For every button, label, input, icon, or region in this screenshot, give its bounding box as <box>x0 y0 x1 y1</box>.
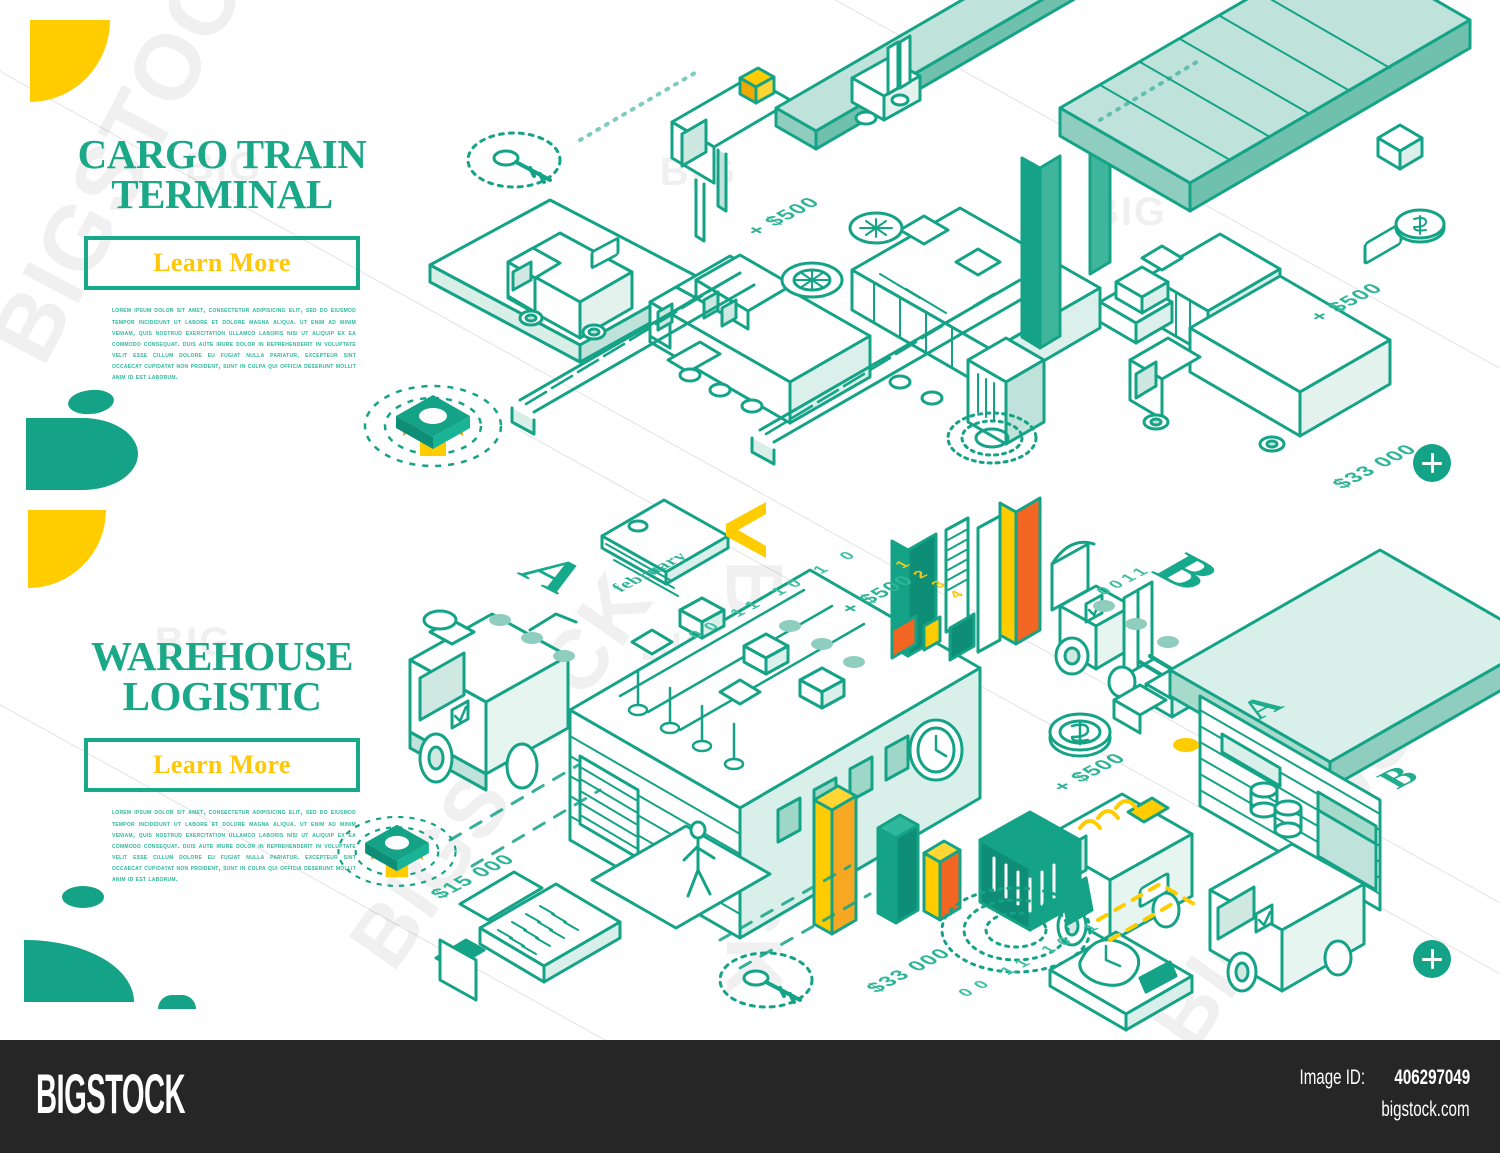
chart-tick: 3 <box>926 577 951 591</box>
plus-button-bottom[interactable] <box>1413 940 1451 978</box>
site-url: bigstock.com <box>1274 1094 1470 1126</box>
chart-tick-list: 1 2 3 4 <box>891 556 1018 616</box>
plus-button-top[interactable] <box>1413 444 1451 482</box>
gear-icon-bottom <box>332 798 462 910</box>
image-id-line: Image ID: 406297049 <box>1274 1062 1470 1094</box>
warehouse-body-text: Lorem ipsum dolor sit amet, consectetur … <box>112 807 356 884</box>
chart-tick: 2 <box>908 567 933 581</box>
watermark-big: BIG <box>185 145 263 189</box>
image-id-label: Image ID: <box>1299 1066 1365 1089</box>
site-url-text: bigstock.com <box>1381 1098 1470 1121</box>
image-id-value: 406297049 <box>1394 1066 1470 1089</box>
decor-shape-teal-small <box>158 995 196 1009</box>
decor-shape-teal-ellipse <box>66 387 116 417</box>
cargo-train-copy-block: CARGO TRAIN TERMINAL Learn More Lorem ip… <box>62 134 382 382</box>
headline-line-2: LOGISTIC <box>122 673 322 720</box>
warehouse-logistic-illustration <box>380 496 1500 1032</box>
decor-shape-teal-ellipse <box>62 886 104 908</box>
learn-more-button-warehouse[interactable]: Learn More <box>84 738 360 793</box>
headline-line-1: WAREHOUSE <box>90 633 354 679</box>
warehouse-copy-block: WAREHOUSE LOGISTIC Learn More Lorem ipsu… <box>62 636 382 884</box>
headline-line-2: TERMINAL <box>111 171 333 218</box>
decor-shape-teal-large <box>26 418 138 490</box>
cargo-train-illustration <box>400 0 1500 500</box>
footer-meta: Image ID: 406297049 bigstock.com <box>1274 1062 1470 1126</box>
watermark-big: BIG <box>155 620 233 664</box>
cargo-body-text: Lorem ipsum dolor sit amet, consectetur … <box>112 305 356 382</box>
decor-shape-teal-large <box>24 940 134 1002</box>
gear-icon-top <box>358 364 508 494</box>
chart-tick: 4 <box>944 587 969 601</box>
headline-line-1: CARGO TRAIN <box>77 131 367 177</box>
learn-more-button-cargo[interactable]: Learn More <box>84 236 360 291</box>
page-title-warehouse: WAREHOUSE LOGISTIC <box>62 633 382 720</box>
footer-bar: BIGSTOCK Image ID: 406297049 bigstock.co… <box>0 1040 1500 1153</box>
decor-shape-yellow-mid <box>28 510 106 588</box>
bigstock-logo: BIGSTOCK <box>36 1062 186 1125</box>
artboard: BIGSTOCK BIGSTOCK BIGSTOCK BIG BIG BIG B… <box>0 0 1500 1040</box>
page-title-cargo: CARGO TRAIN TERMINAL <box>62 131 382 218</box>
